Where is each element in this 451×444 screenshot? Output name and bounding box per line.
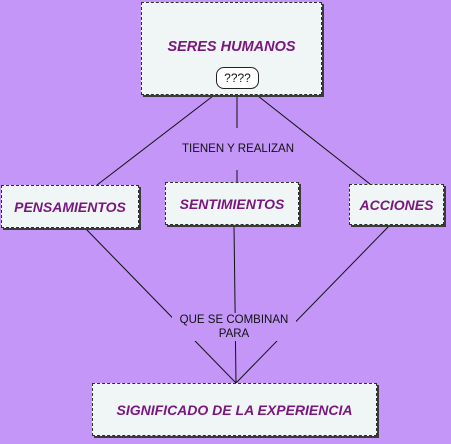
link-label-tienen-y-realizan: TIENEN Y REALIZAN <box>172 142 304 156</box>
node-sentimientos[interactable]: SENTIMIENTOS <box>165 182 299 225</box>
question-badge-label: ???? <box>224 71 251 85</box>
node-acciones-label: ACCIONES <box>359 196 434 213</box>
question-badge[interactable]: ???? <box>216 67 259 89</box>
node-pensamientos[interactable]: PENSAMIENTOS <box>1 185 139 228</box>
link-label-que-se-combinan: QUE SE COMBINAN PARA <box>172 313 296 341</box>
node-sentimientos-label: SENTIMIENTOS <box>179 195 285 212</box>
line-pensamientos-to-result <box>84 227 237 384</box>
node-acciones[interactable]: ACCIONES <box>349 184 444 225</box>
node-significado-label: SIGNIFICADO DE LA EXPERIENCIA <box>116 401 353 418</box>
node-seres-humanos[interactable]: SERES HUMANOS ???? <box>141 2 322 95</box>
line-root-to-pensamientos <box>96 95 214 186</box>
line-sentimientos-to-result <box>233 224 237 384</box>
node-pensamientos-label: PENSAMIENTOS <box>14 198 126 215</box>
line-root-to-acciones <box>257 95 371 185</box>
line-acciones-to-result <box>235 224 391 384</box>
node-seres-humanos-label: SERES HUMANOS <box>167 39 296 55</box>
node-significado-de-la-experiencia[interactable]: SIGNIFICADO DE LA EXPERIENCIA <box>92 383 377 436</box>
